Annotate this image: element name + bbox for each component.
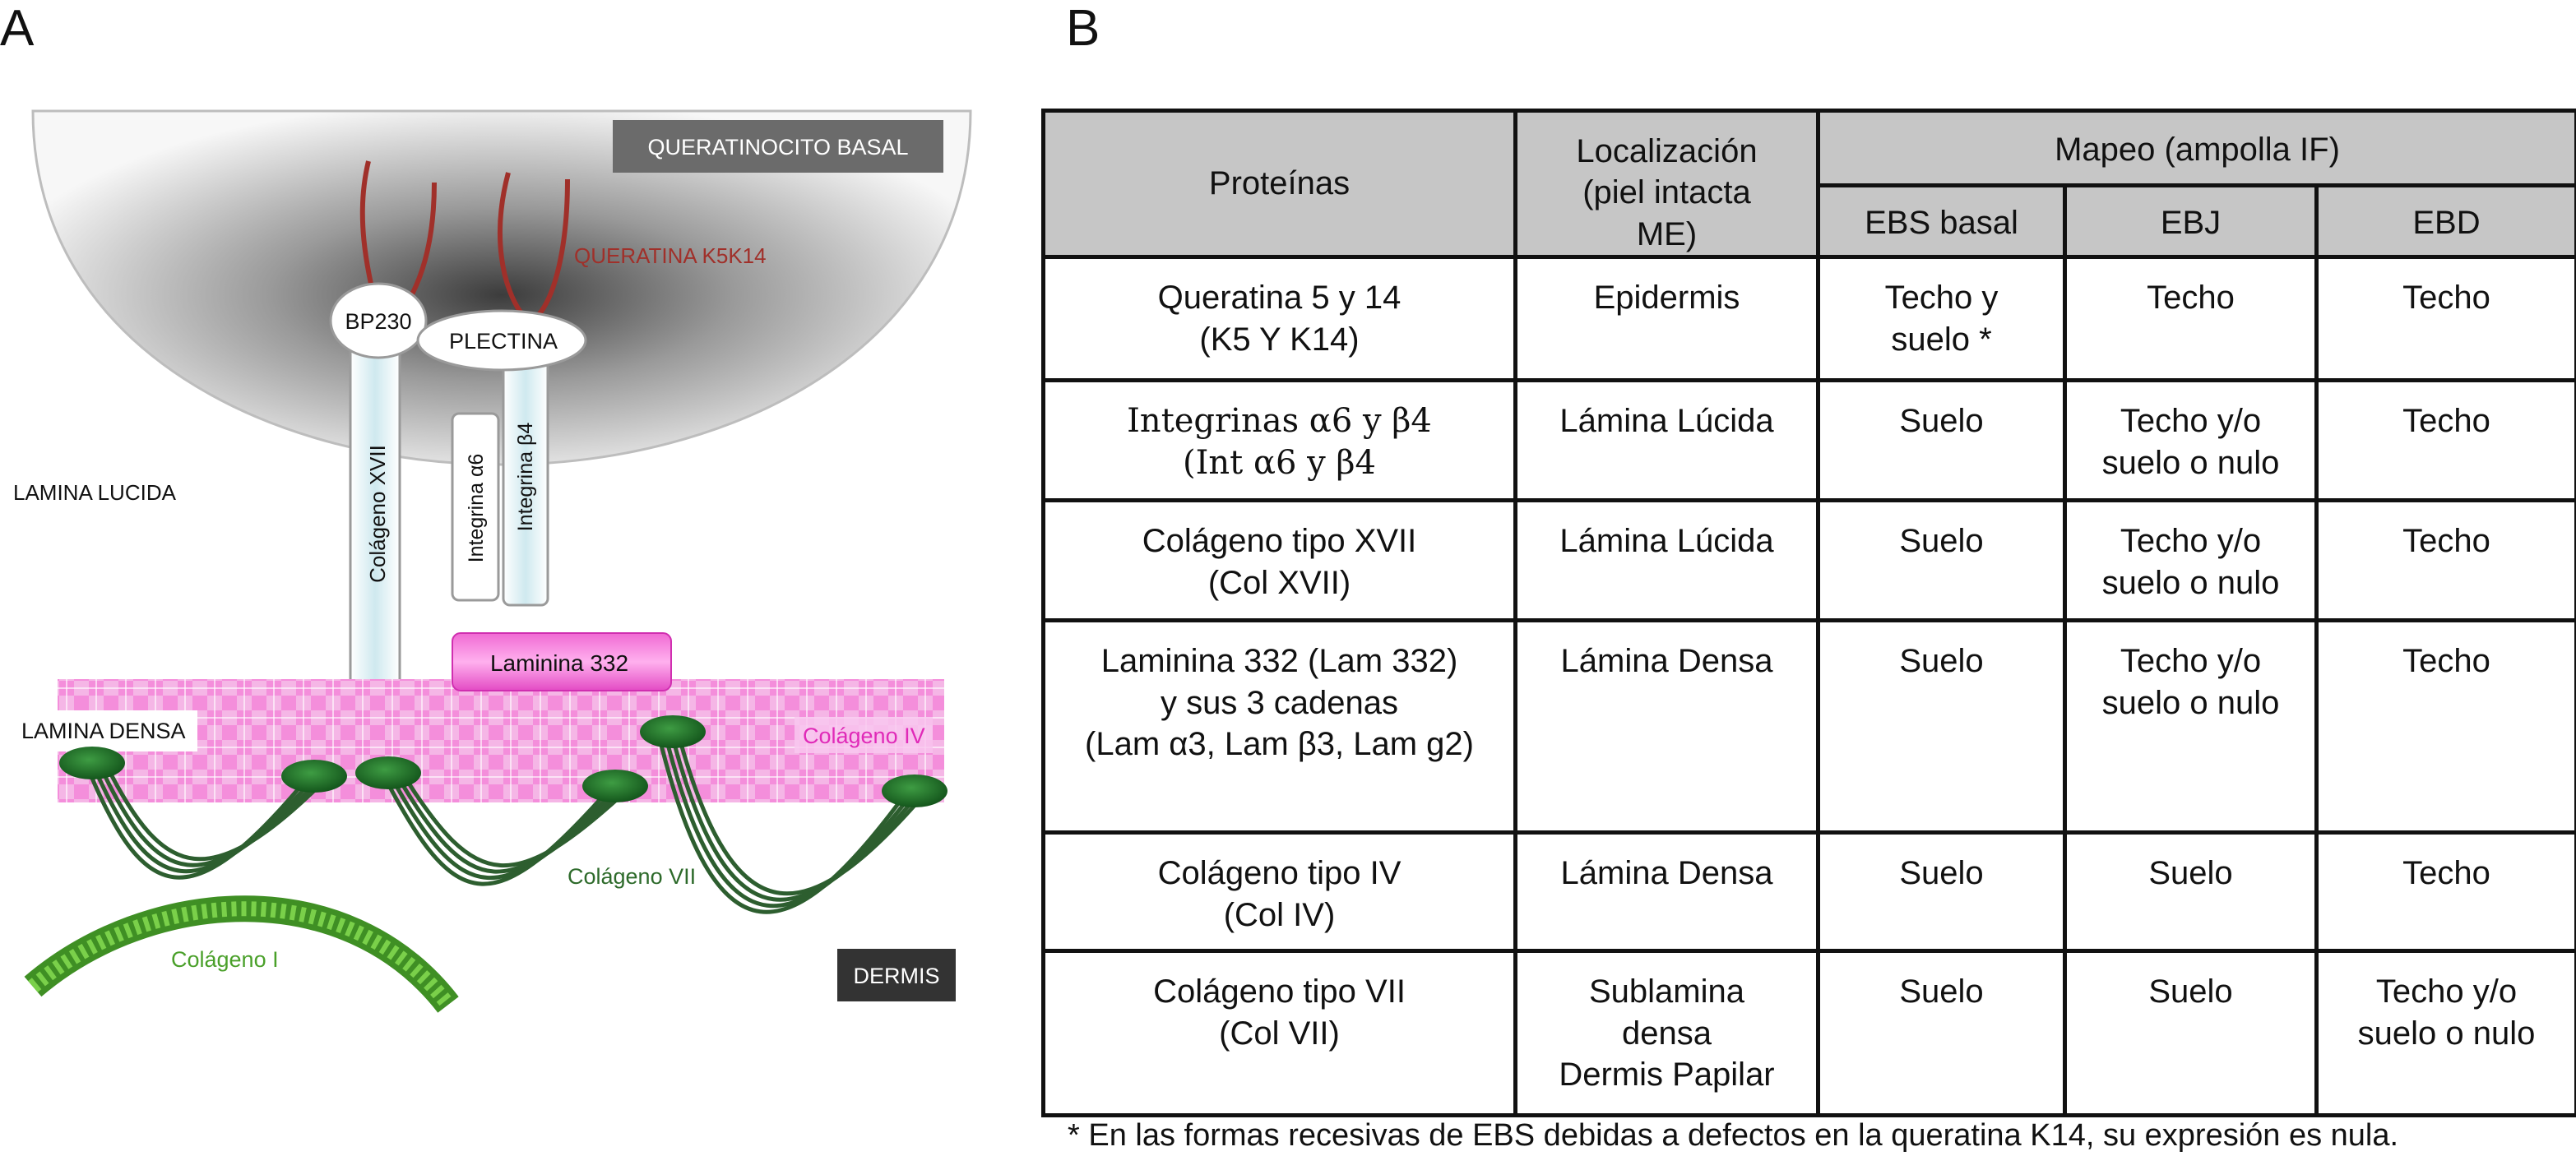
- anchoring-plaque: [640, 715, 706, 748]
- panel-a-letter: A: [0, 0, 35, 57]
- lamina-lucida-label: LAMINA LUCIDA: [13, 480, 177, 505]
- cell-ebs: Suelo: [1816, 830, 2067, 954]
- cell-ebs: Suelo: [1816, 498, 2067, 623]
- cell-ebj: Techo: [2063, 255, 2319, 383]
- header-proteinas: Proteínas: [1041, 108, 1517, 260]
- table-subheader-row: EBS basal EBJ EBD: [1044, 183, 2576, 260]
- keratin-filament: [535, 178, 570, 317]
- cell-ebd: Techo: [2314, 618, 2576, 835]
- table-row: Colágeno tipo IV(Col IV) Lámina Densa Su…: [1041, 830, 2576, 954]
- collagen-vii-fibrils: [84, 731, 930, 914]
- cell-localization: Lámina Lúcida: [1513, 378, 1820, 503]
- plectin-label: PLECTINA: [449, 329, 558, 354]
- cell-ebs: Suelo: [1816, 949, 2067, 1118]
- protein-mapping-table: Proteínas Localización (piel intacta ME)…: [1041, 108, 2576, 1118]
- collagen-i-label: Colágeno I: [171, 947, 279, 972]
- cell-ebd: Techo: [2314, 378, 2576, 503]
- header-ebd: EBD: [2314, 183, 2576, 260]
- cell-protein: Queratina 5 y 14(K5 Y K14): [1041, 255, 1517, 383]
- cell-protein: Colágeno tipo VII(Col VII): [1041, 949, 1517, 1118]
- integrin-a6-tube: [451, 412, 500, 602]
- cell-protein: Laminina 332 (Lam 332)y sus 3 cadenas(La…: [1041, 618, 1517, 835]
- table-footnote: * En las formas recesivas de EBS debidas…: [1068, 1118, 2399, 1153]
- header-mapeo: Mapeo (ampolla IF): [1815, 108, 2576, 188]
- cell-ebd: Techo: [2314, 830, 2576, 954]
- keratin-label: QUERATINA K5K14: [574, 243, 767, 268]
- bp230-label: BP230: [345, 309, 411, 334]
- basement-membrane-diagram: QUERATINOCITO BASAL QUERATINA K5K14 Colá…: [13, 109, 972, 1013]
- anchoring-plaque: [281, 760, 347, 793]
- header-localizacion: Localización (piel intacta ME): [1513, 108, 1820, 260]
- laminin-332-bar: [452, 632, 672, 691]
- lamina-densa-label-bg: [15, 710, 197, 751]
- table-row: Queratina 5 y 14(K5 Y K14) Epidermis Tec…: [1041, 255, 2576, 383]
- cell-localization: Lámina Lúcida: [1513, 498, 1820, 623]
- cell-ebd: Techo: [2314, 498, 2576, 623]
- dermis-label-bg: [837, 949, 956, 1001]
- plectin-protein: [416, 309, 587, 372]
- cell-protein: Colágeno tipo IV(Col IV): [1041, 830, 1517, 954]
- cell-localization: Epidermis: [1513, 255, 1820, 383]
- cell-localization: Lámina Densa: [1513, 618, 1820, 835]
- table-row: Integrinas α6 y β4(Int α6 y β4 Lámina Lú…: [1041, 378, 2576, 503]
- integrin-a6-label: Integrina α6: [465, 454, 488, 563]
- collagen-i-fibre-texture: [28, 901, 455, 1010]
- panel-b-letter: B: [1066, 0, 1100, 57]
- bp230-protein: [329, 282, 428, 359]
- collagen-vii-label: Colágeno VII: [568, 864, 696, 889]
- cell-ebj: Suelo: [2063, 830, 2319, 954]
- header-ebj: EBJ: [2063, 183, 2319, 260]
- keratin-filament: [497, 172, 526, 317]
- collagen-xvii-label: Colágeno XVII: [365, 445, 390, 583]
- table-row: Laminina 332 (Lam 332)y sus 3 cadenas(La…: [1041, 618, 2576, 835]
- cell-localization: Lámina Densa: [1513, 830, 1820, 954]
- cell-ebd: Techo: [2314, 255, 2576, 383]
- header-ebs-basal: EBS basal: [1816, 183, 2067, 260]
- lamina-densa-label: LAMINA DENSA: [21, 719, 186, 743]
- cell-ebs: Suelo: [1816, 378, 2067, 503]
- anchoring-plaque: [582, 770, 648, 802]
- laminin-332-label: Laminina 332: [490, 650, 628, 676]
- basal-keratinocyte: [31, 109, 972, 466]
- basal-keratinocyte-label: QUERATINOCITO BASAL: [647, 135, 908, 160]
- anchoring-plaque: [355, 756, 421, 789]
- cell-ebj: Suelo: [2063, 949, 2319, 1118]
- cell-protein: Colágeno tipo XVII(Col XVII): [1041, 498, 1517, 623]
- anchoring-plaque: [59, 747, 125, 779]
- collagen-iv-label-bg: [795, 717, 933, 753]
- table-row: Colágeno tipo XVII(Col XVII) Lámina Lúci…: [1041, 498, 2576, 623]
- collagen-iv-label: Colágeno IV: [803, 724, 925, 748]
- integrin-b4-label: Integrina β4: [514, 423, 537, 532]
- basal-keratinocyte-label-bg: [613, 120, 943, 173]
- cell-protein: Integrinas α6 y β4(Int α6 y β4: [1041, 378, 1517, 503]
- dermis-label: DERMIS: [853, 964, 939, 988]
- table-header-row: Proteínas Localización (piel intacta ME)…: [1041, 108, 2576, 260]
- cell-ebs: Suelo: [1816, 618, 2067, 835]
- anchoring-plaque: [882, 775, 947, 807]
